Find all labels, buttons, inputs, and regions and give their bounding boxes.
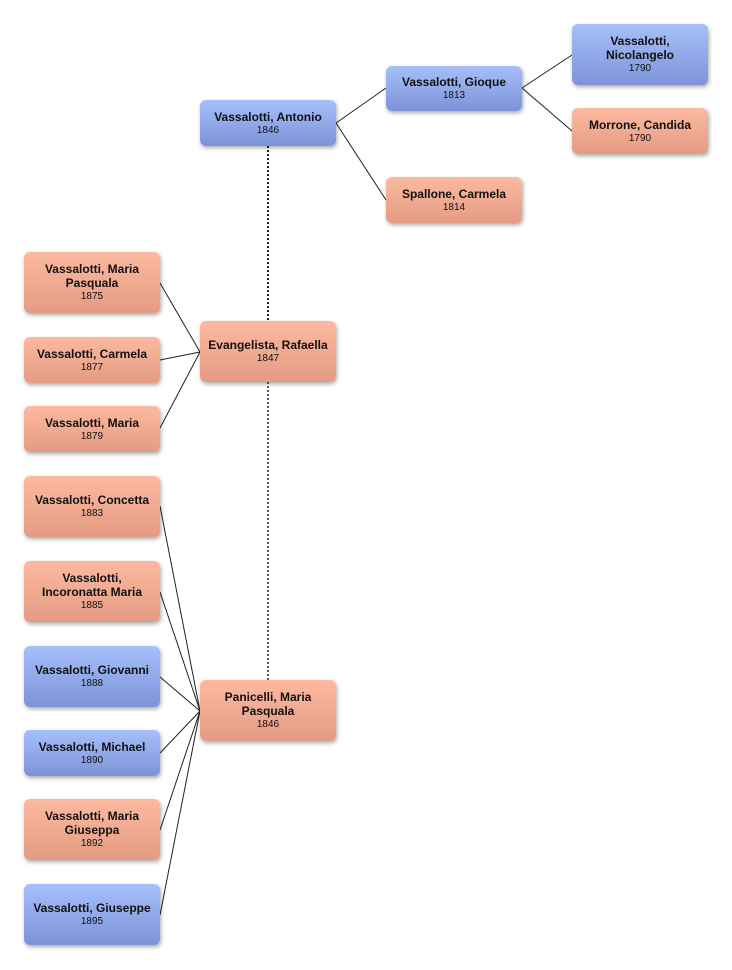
parent-link [335, 87, 387, 124]
child-link [159, 710, 201, 916]
person-name: Vassalotti, Giovanni [34, 663, 150, 677]
person-card-maria-giuseppa[interactable]: Vassalotti, Maria Giuseppa 1892 [24, 799, 160, 860]
child-link [159, 282, 201, 353]
person-name: Evangelista, Rafaella [208, 338, 328, 352]
person-year: 1790 [628, 132, 652, 144]
person-card-maria[interactable]: Vassalotti, Maria 1879 [24, 406, 160, 452]
person-name: Vassalotti, Concetta [34, 493, 150, 507]
person-card-michael[interactable]: Vassalotti, Michael 1890 [24, 730, 160, 776]
person-year: 1885 [80, 600, 104, 611]
child-link [159, 591, 201, 712]
child-link [159, 710, 201, 754]
person-year: 1892 [80, 838, 104, 849]
person-name: Vassalotti, Maria [44, 415, 140, 430]
person-year: 1875 [80, 291, 104, 302]
person-card-candida[interactable]: Morrone, Candida 1790 [572, 108, 708, 154]
person-year: 1814 [442, 201, 466, 213]
person-year: 1890 [80, 754, 104, 766]
person-name: Vassalotti, Michael [38, 739, 146, 754]
person-year: 1813 [442, 90, 466, 101]
person-card-giuseppe[interactable]: Vassalotti, Giuseppe 1895 [24, 884, 160, 945]
child-link [159, 505, 201, 712]
person-name: Vassalotti, Antonio [214, 109, 322, 124]
person-name: Vassalotti, Maria Giuseppa [44, 809, 140, 837]
person-card-rafaella[interactable]: Evangelista, Rafaella 1847 [200, 321, 336, 382]
person-year: 1846 [256, 719, 280, 730]
person-name: Morrone, Candida [588, 117, 691, 132]
child-link [159, 351, 201, 429]
person-year: 1790 [628, 63, 652, 74]
person-name: Panicelli, Maria Pasquala [224, 690, 312, 718]
parent-link [521, 54, 573, 89]
parent-link [335, 122, 387, 201]
person-card-gioque[interactable]: Vassalotti, Gioque 1813 [386, 66, 522, 111]
parent-link [521, 87, 573, 132]
person-year: 1846 [256, 124, 280, 136]
child-link [159, 351, 201, 361]
person-year: 1883 [80, 508, 104, 519]
person-name: Spallone, Carmela [401, 186, 507, 201]
person-card-nicolangelo[interactable]: Vassalotti, Nicolangelo 1790 [572, 24, 708, 85]
person-card-giovanni[interactable]: Vassalotti, Giovanni 1888 [24, 646, 160, 707]
child-link [159, 676, 201, 712]
person-year: 1879 [80, 430, 104, 442]
person-card-carmela-spallone[interactable]: Spallone, Carmela 1814 [386, 177, 522, 223]
person-name: Vassalotti, Carmela [36, 346, 148, 361]
person-year: 1895 [80, 916, 104, 927]
person-year: 1877 [80, 361, 104, 373]
person-name: Vassalotti, Giuseppe [33, 901, 151, 915]
person-name: Vassalotti, Incoronatta Maria [41, 571, 143, 599]
person-card-antonio[interactable]: Vassalotti, Antonio 1846 [200, 100, 336, 146]
person-name: Vassalotti, Maria Pasquala [44, 262, 140, 290]
child-link [159, 710, 201, 831]
person-card-carmela-vassalotti[interactable]: Vassalotti, Carmela 1877 [24, 337, 160, 383]
person-card-incoronatta[interactable]: Vassalotti, Incoronatta Maria 1885 [24, 561, 160, 622]
person-name: Vassalotti, Nicolangelo [605, 34, 674, 62]
person-card-maria-pasquala[interactable]: Vassalotti, Maria Pasquala 1875 [24, 252, 160, 313]
person-name: Vassalotti, Gioque [401, 75, 507, 89]
person-card-concetta[interactable]: Vassalotti, Concetta 1883 [24, 476, 160, 537]
person-year: 1888 [80, 678, 104, 689]
person-year: 1847 [256, 353, 280, 364]
person-card-panicelli[interactable]: Panicelli, Maria Pasquala 1846 [200, 680, 336, 741]
